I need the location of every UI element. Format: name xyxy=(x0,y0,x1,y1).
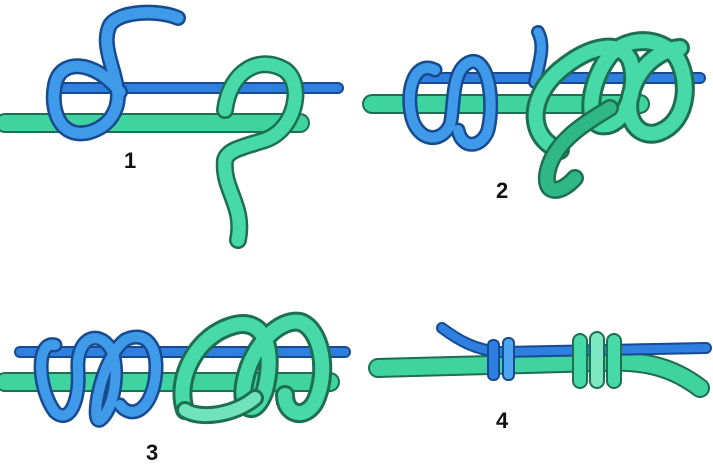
step-2-label: 2 xyxy=(496,178,508,203)
step-2-illustration xyxy=(362,25,706,199)
blue-wraps xyxy=(487,337,515,381)
step-3-illustration xyxy=(0,311,351,428)
green-wraps xyxy=(572,331,622,389)
step-1-label: 1 xyxy=(124,148,136,173)
step-4-label: 4 xyxy=(496,408,509,433)
step-1-illustration xyxy=(0,4,344,249)
step-4-illustration xyxy=(368,322,712,398)
step-3-label: 3 xyxy=(146,440,158,465)
